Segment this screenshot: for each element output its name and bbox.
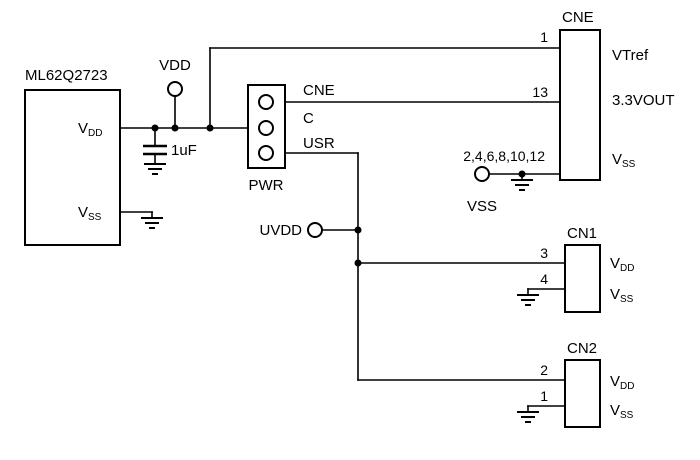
cn2-pin1-number: 1	[540, 388, 548, 404]
vss-terminal-circle	[474, 166, 490, 182]
ground-cn2	[516, 411, 540, 423]
cn2-connector-box	[564, 359, 601, 428]
pwr-pin-cne-label: CNE	[303, 82, 335, 99]
cne-vss-name: VSS	[612, 151, 636, 170]
pwr-header-label: PWR	[249, 177, 284, 194]
cn1-vss-name: VSS	[610, 286, 634, 305]
cn2-vss-name: VSS	[610, 402, 634, 421]
junction-top-riser	[206, 124, 214, 132]
cn1-pin3-number: 3	[540, 245, 548, 261]
capacitor-value-label: 1uF	[171, 142, 197, 159]
ground-vss-terminal	[510, 179, 534, 191]
pwr-pin-c-circle	[258, 120, 274, 136]
component-boxes	[24, 29, 601, 428]
cn2-pin2-number: 2	[540, 362, 548, 378]
junction-cn1-branch	[354, 259, 362, 267]
junctions	[151, 124, 526, 267]
junction-vdd-terminal	[171, 124, 179, 132]
cne-connector-box	[559, 29, 601, 181]
pwr-pin-usr-label: USR	[303, 135, 335, 152]
wires	[119, 47, 566, 413]
cn1-vdd-name: VDD	[610, 255, 634, 274]
cn1-connector-box	[564, 244, 601, 313]
cn2-vdd-name: VDD	[610, 373, 634, 392]
pwr-pin-usr-circle	[258, 145, 274, 161]
pwr-pin-c-label: C	[303, 110, 314, 127]
cne-pin1-number: 1	[540, 29, 548, 45]
cne-pin13-number: 13	[532, 84, 548, 100]
ground-mcu-vss	[140, 217, 164, 229]
mcu-pin-vss-label: VSS	[78, 204, 102, 223]
junction-capacitor	[151, 124, 159, 132]
cn2-connector-label: CN2	[567, 340, 597, 357]
cn1-pin4-number: 4	[540, 271, 548, 287]
vss-terminal-label: VSS	[467, 198, 497, 215]
cne-connector-label: CNE	[562, 9, 594, 26]
labels: ML62Q2723 VDD VSS VDD 1uF PWR CNE C USR …	[25, 9, 675, 421]
mcu-pin-vdd-label: VDD	[78, 120, 102, 139]
mcu-label: ML62Q2723	[25, 67, 108, 84]
cne-vss-pin-numbers: 2,4,6,8,10,12	[463, 148, 545, 164]
terminals	[167, 81, 490, 238]
cne-pin13-name: 3.3VOUT	[612, 92, 675, 109]
ground-cn1	[516, 294, 540, 306]
pwr-pin-cne-circle	[258, 94, 274, 110]
capacitor	[143, 144, 167, 156]
mcu-box	[24, 89, 121, 246]
vdd-terminal-label: VDD	[159, 57, 191, 74]
uvdd-terminal-circle	[307, 222, 323, 238]
cne-pin1-name: VTref	[612, 47, 649, 64]
junction-uvdd	[354, 226, 362, 234]
ground-capacitor	[143, 163, 167, 175]
vdd-terminal-circle	[167, 81, 183, 97]
uvdd-terminal-label: UVDD	[259, 222, 302, 239]
cn1-connector-label: CN1	[567, 225, 597, 242]
junction-vss-ground	[518, 170, 526, 178]
